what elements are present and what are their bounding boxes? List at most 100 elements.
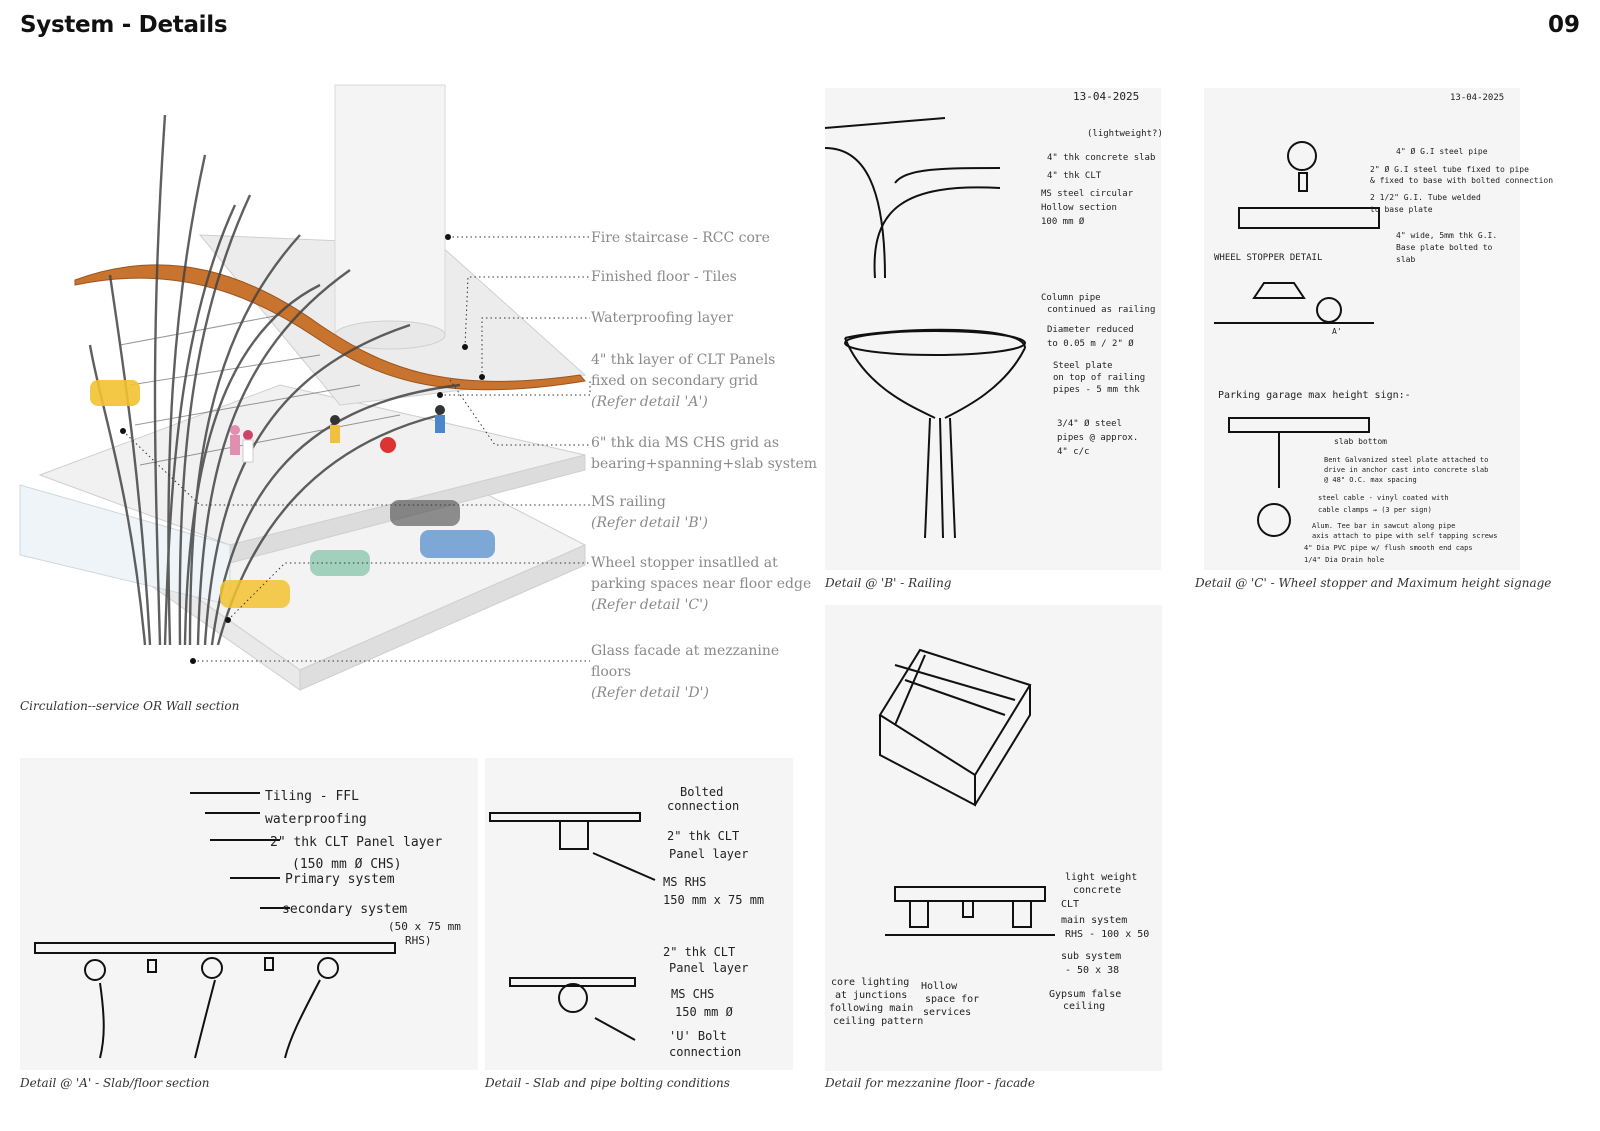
svg-text:3/4" Ø steel: 3/4" Ø steel — [1057, 418, 1122, 429]
callout-chs-grid: 6" thk dia MS CHS grid as bearing+spanni… — [591, 435, 818, 472]
svg-text:MS CHS: MS CHS — [671, 987, 714, 1001]
callout-glass-facade: Glass facade at mezzanine floors (Refer … — [591, 643, 780, 701]
callout-waterproofing: Waterproofing layer — [591, 310, 734, 326]
callout-fire-staircase: Fire staircase - RCC core — [591, 230, 770, 246]
svg-text:& fixed to base with bolted co: & fixed to base with bolted connection — [1370, 176, 1553, 185]
svg-text:waterproofing: waterproofing — [265, 812, 367, 827]
svg-text:cable clamps → (3 per sign): cable clamps → (3 per sign) — [1318, 506, 1432, 514]
svg-text:WHEEL STOPPER DETAIL: WHEEL STOPPER DETAIL — [1214, 253, 1322, 263]
railing-drawing: 13-04-2025 (lightweight?) 4" thk concret… — [824, 90, 1163, 539]
sketch-railing: 13-04-2025 (lightweight?) 4" thk concret… — [824, 88, 1163, 570]
caption-axonometric: Circulation--service OR Wall section — [20, 699, 240, 713]
sketch-wheel-stopper: 13-04-2025 4" Ø G.I steel pipe 2" Ø G.I … — [1204, 88, 1553, 570]
slab-section-drawing: Tiling - FFL waterproofing 2" thk CLT Pa… — [34, 789, 461, 1059]
svg-text:1/4" Dia Drain hole: 1/4" Dia Drain hole — [1304, 556, 1384, 564]
svg-text:2" Ø G.I steel tube fixed to p: 2" Ø G.I steel tube fixed to pipe — [1370, 164, 1529, 174]
svg-text:4" c/c: 4" c/c — [1057, 447, 1090, 457]
svg-text:to 0.05 m / 2" Ø: to 0.05 m / 2" Ø — [1047, 338, 1134, 349]
svg-text:Diameter reduced: Diameter reduced — [1047, 325, 1134, 335]
svg-text:to base plate: to base plate — [1370, 205, 1433, 214]
callout-wheel-stopper: Wheel stopper insatlled at parking space… — [591, 555, 812, 613]
callout-leaders — [122, 236, 591, 662]
svg-text:Bolted: Bolted — [680, 785, 723, 799]
svg-text:axis attach to pipe with self: axis attach to pipe with self tapping sc… — [1312, 532, 1497, 540]
svg-text:RHS - 100 x 50: RHS - 100 x 50 — [1065, 929, 1149, 940]
svg-text:Panel layer: Panel layer — [669, 961, 748, 975]
svg-text:13-04-2025: 13-04-2025 — [1450, 93, 1504, 103]
car-blue — [420, 530, 495, 558]
svg-text:space for: space for — [925, 994, 979, 1005]
svg-text:concrete: concrete — [1073, 885, 1121, 896]
svg-text:4" Dia PVC pipe w/ flush smoot: 4" Dia PVC pipe w/ flush smooth end caps — [1304, 544, 1473, 552]
caption-mezzanine: Detail for mezzanine floor - facade — [825, 1076, 1036, 1090]
svg-text:RHS): RHS) — [405, 934, 432, 947]
svg-text:2 1/2" G.I. Tube welded: 2 1/2" G.I. Tube welded — [1370, 193, 1481, 202]
svg-text:2" thk CLT: 2" thk CLT — [667, 829, 739, 843]
svg-text:4" thk concrete slab: 4" thk concrete slab — [1047, 153, 1155, 163]
caption-wheel-stopper: Detail @ 'C' - Wheel stopper and Maximum… — [1195, 576, 1552, 590]
svg-text:connection: connection — [669, 1045, 741, 1059]
svg-text:@ 48" O.C. max spacing: @ 48" O.C. max spacing — [1324, 476, 1417, 484]
svg-text:CLT: CLT — [1061, 899, 1079, 910]
svg-text:ceiling pattern: ceiling pattern — [833, 1016, 923, 1027]
sketch-mezzanine: light weight concrete CLT main system RH… — [825, 605, 1162, 1071]
bolting-drawing: Bolted connection 2" thk CLT Panel layer… — [489, 785, 764, 1059]
svg-text:sub system: sub system — [1061, 951, 1121, 962]
svg-text:Gypsum false: Gypsum false — [1049, 989, 1121, 1000]
svg-text:Hollow: Hollow — [921, 981, 958, 992]
svg-text:Parking garage max height sign: Parking garage max height sign:- — [1218, 390, 1411, 401]
svg-text:Base plate bolted to: Base plate bolted to — [1396, 243, 1493, 252]
caption-slab-section: Detail @ 'A' - Slab/floor section — [20, 1076, 210, 1090]
sketch-date: 13-04-2025 — [1073, 90, 1139, 103]
svg-text:Column pipe: Column pipe — [1041, 293, 1101, 303]
svg-text:slab: slab — [1396, 255, 1415, 264]
svg-text:150 mm Ø: 150 mm Ø — [675, 1005, 734, 1019]
svg-text:ceiling: ceiling — [1063, 1001, 1105, 1012]
svg-text:Alum. Tee bar in sawcut along: Alum. Tee bar in sawcut along pipe — [1312, 522, 1455, 530]
axonometric-drawing — [19, 84, 591, 691]
svg-text:MS steel circular: MS steel circular — [1041, 189, 1134, 199]
svg-text:4" Ø G.I steel pipe: 4" Ø G.I steel pipe — [1396, 146, 1488, 156]
svg-text:Tiling - FFL: Tiling - FFL — [265, 789, 359, 804]
callout-finished-floor: Finished floor - Tiles — [591, 269, 737, 285]
svg-text:Bent Galvanized steel plate at: Bent Galvanized steel plate attached to — [1324, 456, 1488, 464]
svg-text:Hollow section: Hollow section — [1041, 203, 1117, 213]
svg-text:steel cable - vinyl coated wit: steel cable - vinyl coated with — [1318, 494, 1449, 502]
svg-text:Steel plate: Steel plate — [1053, 361, 1113, 371]
svg-text:4" thk CLT: 4" thk CLT — [1047, 171, 1102, 181]
page-title: System - Details — [20, 12, 228, 38]
car-dark — [390, 500, 460, 526]
svg-text:- 50 x 38: - 50 x 38 — [1065, 965, 1119, 976]
svg-text:pipes - 5 mm thk: pipes - 5 mm thk — [1053, 385, 1140, 395]
rcc-core — [334, 84, 446, 336]
svg-text:connection: connection — [667, 799, 739, 813]
svg-text:at junctions: at junctions — [835, 990, 907, 1001]
clt-layer — [74, 264, 586, 391]
svg-text:continued as railing: continued as railing — [1047, 305, 1155, 315]
svg-text:secondary system: secondary system — [282, 902, 407, 917]
svg-text:main system: main system — [1061, 915, 1127, 926]
caption-bolting: Detail - Slab and pipe bolting condition… — [485, 1076, 730, 1090]
svg-text:drive in anchor cast into conc: drive in anchor cast into concrete slab — [1324, 466, 1488, 474]
mezzanine-drawing: light weight concrete CLT main system RH… — [829, 648, 1149, 1027]
svg-text:(lightweight?): (lightweight?) — [1087, 129, 1163, 139]
svg-text:Panel layer: Panel layer — [669, 847, 748, 861]
svg-text:light weight: light weight — [1065, 872, 1137, 883]
sketch-bolting: Bolted connection 2" thk CLT Panel layer… — [485, 758, 793, 1070]
svg-text:(50 x 75 mm: (50 x 75 mm — [388, 920, 461, 933]
svg-text:pipes @ approx.: pipes @ approx. — [1057, 433, 1138, 443]
car-yellow — [90, 380, 140, 406]
svg-text:100 mm Ø: 100 mm Ø — [1041, 216, 1085, 227]
caption-railing: Detail @ 'B' - Railing — [825, 576, 952, 590]
svg-text:slab bottom: slab bottom — [1334, 437, 1387, 446]
svg-text:on top of railing: on top of railing — [1053, 373, 1145, 383]
svg-text:services: services — [923, 1007, 971, 1018]
svg-text:core lighting: core lighting — [831, 977, 909, 988]
page-number: 09 — [1547, 12, 1580, 38]
callout-clt-panels: 4" thk layer of CLT Panels fixed on seco… — [591, 352, 776, 410]
svg-text:2" thk CLT Panel layer: 2" thk CLT Panel layer — [270, 835, 442, 850]
axonometric-illustration — [19, 84, 600, 695]
svg-text:MS RHS: MS RHS — [663, 875, 706, 889]
svg-text:4" wide, 5mm thk G.I.: 4" wide, 5mm thk G.I. — [1396, 231, 1497, 240]
svg-text:Primary system: Primary system — [285, 872, 395, 887]
